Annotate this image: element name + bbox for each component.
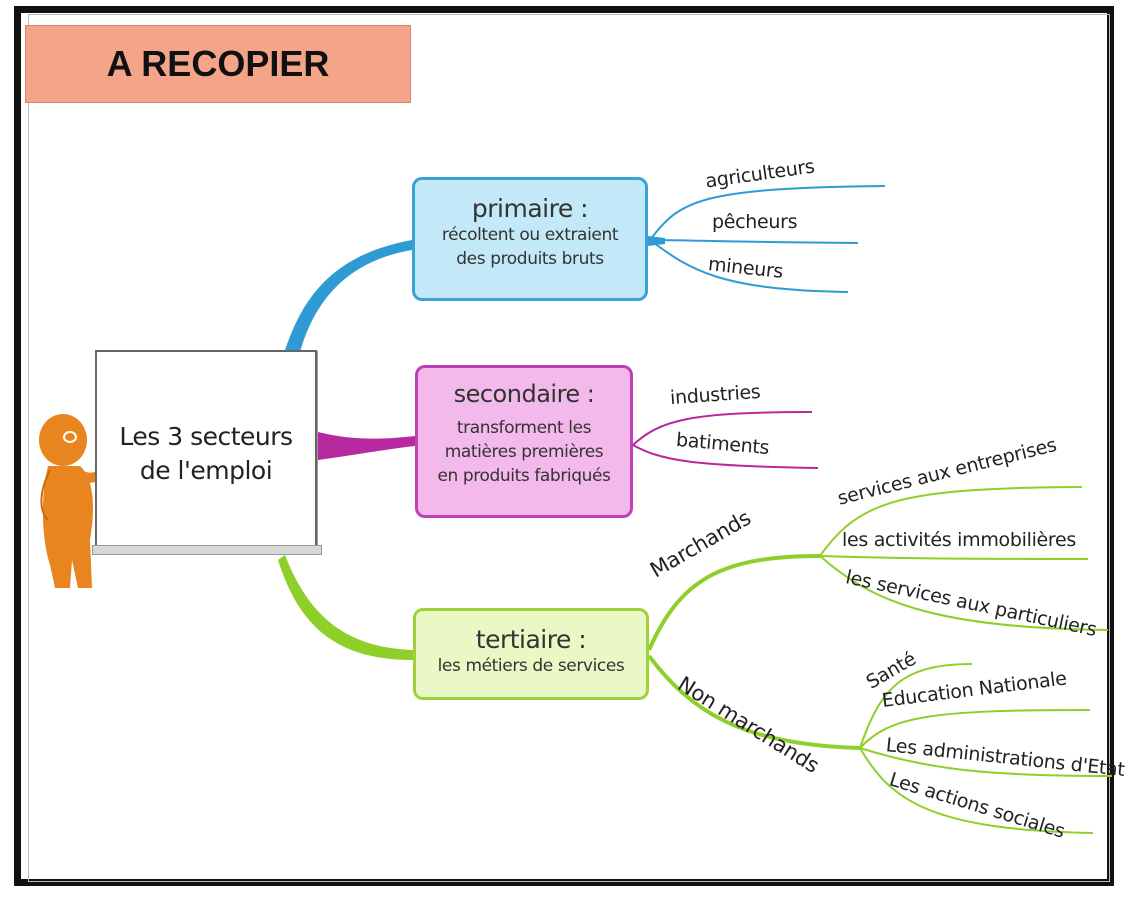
leaf-line-administrations <box>859 747 1113 777</box>
center-node: Les 3 secteurs de l'emploi <box>97 420 315 488</box>
leaf-line-pecheurs <box>649 239 859 244</box>
inner-frame <box>28 14 1110 882</box>
subbranch-non-marchands <box>647 654 861 750</box>
node-primaire: primaire : récoltent ou extraient des pr… <box>412 177 648 301</box>
tertiaire-title: tertiaire : <box>475 625 587 654</box>
subbranch-marchands <box>647 554 821 651</box>
secondaire-desc-2: matières premières <box>444 442 604 462</box>
branch-tertiaire <box>278 555 413 660</box>
whiteboard <box>95 350 317 548</box>
leaf-activites-immobilieres: les activités immobilières <box>842 529 1077 551</box>
leaf-line-agriculteurs <box>649 185 886 241</box>
tertiaire-desc-1: les métiers de services <box>437 656 625 676</box>
primaire-desc-1: récoltent ou extraient <box>441 225 619 245</box>
node-tertiaire: tertiaire : les métiers de services <box>413 608 649 700</box>
node-secondaire: secondaire : transforment les matières p… <box>415 365 633 518</box>
leaf-line-services-particuliers <box>819 555 1109 631</box>
leaf-line-sante <box>859 663 973 749</box>
branch-secondaire <box>318 432 415 460</box>
leaf-line-services-entreprises <box>819 486 1083 557</box>
primaire-leaf-stem <box>648 236 665 246</box>
leaf-line-industries <box>632 411 813 446</box>
recopier-banner: A RECOPIER <box>25 25 411 103</box>
leaf-line-actions-sociales <box>859 747 1094 834</box>
center-line-2: de l'emploi <box>139 456 273 485</box>
center-line-1: Les 3 secteurs <box>119 422 293 451</box>
secondaire-desc-3: en produits fabriqués <box>437 466 611 486</box>
branch-primaire <box>282 240 412 360</box>
leaf-line-education <box>859 709 1091 749</box>
primaire-desc-2: des produits bruts <box>456 249 604 269</box>
leaf-pecheurs: pêcheurs <box>712 211 798 233</box>
leaf-line-activites-immobilieres <box>819 555 1089 560</box>
whiteboard-ledge <box>92 545 322 555</box>
leaf-line-batiments <box>632 444 819 469</box>
leaf-line-mineurs <box>649 239 849 293</box>
secondaire-title: secondaire : <box>453 380 595 408</box>
secondaire-desc-1: transforment les <box>456 418 592 438</box>
primaire-title: primaire : <box>471 194 589 223</box>
